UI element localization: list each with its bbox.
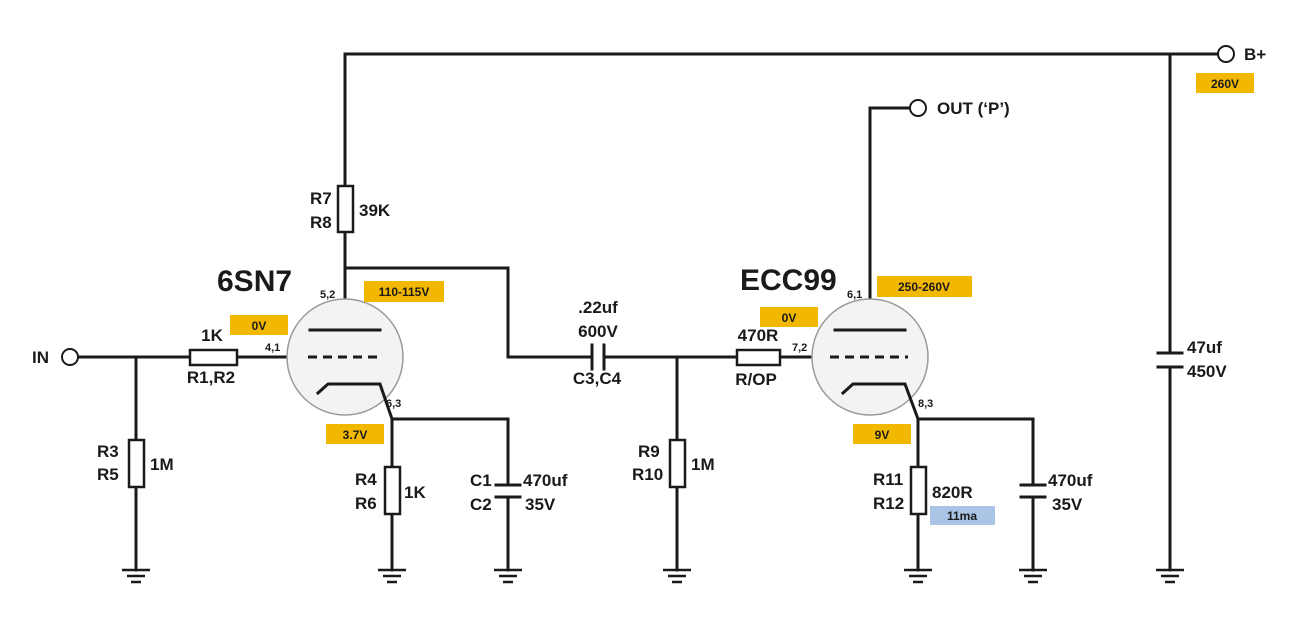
pin-v1-cathode: 6,3 <box>386 398 401 410</box>
input-terminal-icon <box>61 348 79 366</box>
tube-envelope <box>811 298 929 416</box>
r9-ref-b: R10 <box>632 465 663 484</box>
capacitor-c5 <box>1019 483 1047 499</box>
capacitor-c6 <box>1156 351 1184 369</box>
voltage-v1-grid: 0V <box>252 319 267 333</box>
c3-voltage: 600V <box>578 322 618 341</box>
resistor-r11 <box>909 465 928 516</box>
cathode-electrode <box>840 382 920 421</box>
voltage-tag-bplus <box>1196 73 1254 93</box>
capacitor-c3 <box>590 343 606 371</box>
c3-ref: C3,C4 <box>573 369 622 388</box>
resistor-r9 <box>668 438 687 489</box>
resistor-r7 <box>336 184 355 234</box>
c3-value: .22uf <box>578 298 618 317</box>
resistor-rop <box>735 348 782 367</box>
wire-plate-to-coupling-cap <box>343 266 594 359</box>
pin-v2-cathode: 8,3 <box>918 398 933 410</box>
ground-icon <box>904 568 932 584</box>
r4-ref-a: R4 <box>355 470 377 489</box>
ground-icon <box>494 568 522 584</box>
r4-ref-b: R6 <box>355 494 377 513</box>
voltage-v2-cathode: 9V <box>875 428 890 442</box>
c1-ref-a: C1 <box>470 471 492 490</box>
resistor-r3 <box>127 438 146 489</box>
tube-v1 <box>286 298 404 421</box>
r1-value: 1K <box>201 326 223 345</box>
tube-v1-name: 6SN7 <box>217 265 292 298</box>
r3-ref-b: R5 <box>97 465 119 484</box>
r3-ref-a: R3 <box>97 442 119 461</box>
c5-voltage: 35V <box>1052 495 1083 514</box>
c1-voltage: 35V <box>525 495 556 514</box>
voltage-v2-plate: 250-260V <box>898 280 950 294</box>
supply-label: B+ <box>1244 45 1266 64</box>
r9-ref-a: R9 <box>638 442 660 461</box>
voltage-tag-v1-plate <box>364 281 444 302</box>
wire-plate2-to-output <box>868 106 912 332</box>
resistor-r4 <box>383 465 402 516</box>
ground-icon <box>122 568 150 584</box>
tube-v2 <box>811 298 929 421</box>
r11-ref-b: R12 <box>873 494 904 513</box>
voltage-tag-v1-grid <box>230 315 288 335</box>
voltage-v1-plate: 110-115V <box>379 285 430 299</box>
voltage-tag-v2-plate <box>877 276 972 297</box>
current-tag-v2-cathode <box>930 506 995 525</box>
c6-voltage: 450V <box>1187 362 1227 381</box>
voltage-v1-cathode: 3.7V <box>343 428 368 442</box>
r3-value: 1M <box>150 455 174 474</box>
resistor-r1 <box>188 348 239 367</box>
capacitor-c1 <box>494 483 522 499</box>
ground-icon <box>663 568 691 584</box>
pin-v1-grid: 4,1 <box>265 342 280 354</box>
output-label: OUT (‘P’) <box>937 99 1010 118</box>
pin-v2-plate: 6,1 <box>847 289 862 301</box>
ground-icon <box>378 568 406 584</box>
voltage-v2-grid: 0V <box>782 311 797 325</box>
tube-v2-name: ECC99 <box>740 264 837 297</box>
voltage-tag-v2-grid <box>760 307 818 327</box>
r9-value: 1M <box>691 455 715 474</box>
r7-ref-b: R8 <box>310 213 332 232</box>
wire-cathode1-to-c1 <box>390 417 510 487</box>
c1-value: 470uf <box>523 471 568 490</box>
pin-v1-plate: 5,2 <box>320 289 335 301</box>
input-label: IN <box>32 348 49 367</box>
r4-value: 1K <box>404 483 426 502</box>
c6-value: 47uf <box>1187 338 1222 357</box>
r11-value: 820R <box>932 483 973 502</box>
c5-value: 470uf <box>1048 471 1093 490</box>
rop-ref: R/OP <box>735 370 777 389</box>
voltage-tag-v2-cathode <box>853 424 911 444</box>
wire-cathode2-to-c5 <box>916 417 1035 487</box>
r11-ref-a: R11 <box>873 470 903 489</box>
ground-icon <box>1156 568 1184 584</box>
c1-ref-b: C2 <box>470 495 492 514</box>
r7-value: 39K <box>359 201 391 220</box>
output-terminal-icon <box>909 99 927 117</box>
r1-ref: R1,R2 <box>187 368 235 387</box>
voltage-bplus: 260V <box>1211 77 1239 91</box>
cathode-electrode <box>315 382 394 421</box>
r7-ref-a: R7 <box>310 189 332 208</box>
supply-terminal-icon <box>1217 45 1235 63</box>
ground-icon <box>1019 568 1047 584</box>
rop-value: 470R <box>738 326 779 345</box>
current-v2-cathode: 11ma <box>947 509 977 523</box>
pin-v2-grid: 7,2 <box>792 342 807 354</box>
voltage-tag-v1-cathode <box>326 424 384 444</box>
